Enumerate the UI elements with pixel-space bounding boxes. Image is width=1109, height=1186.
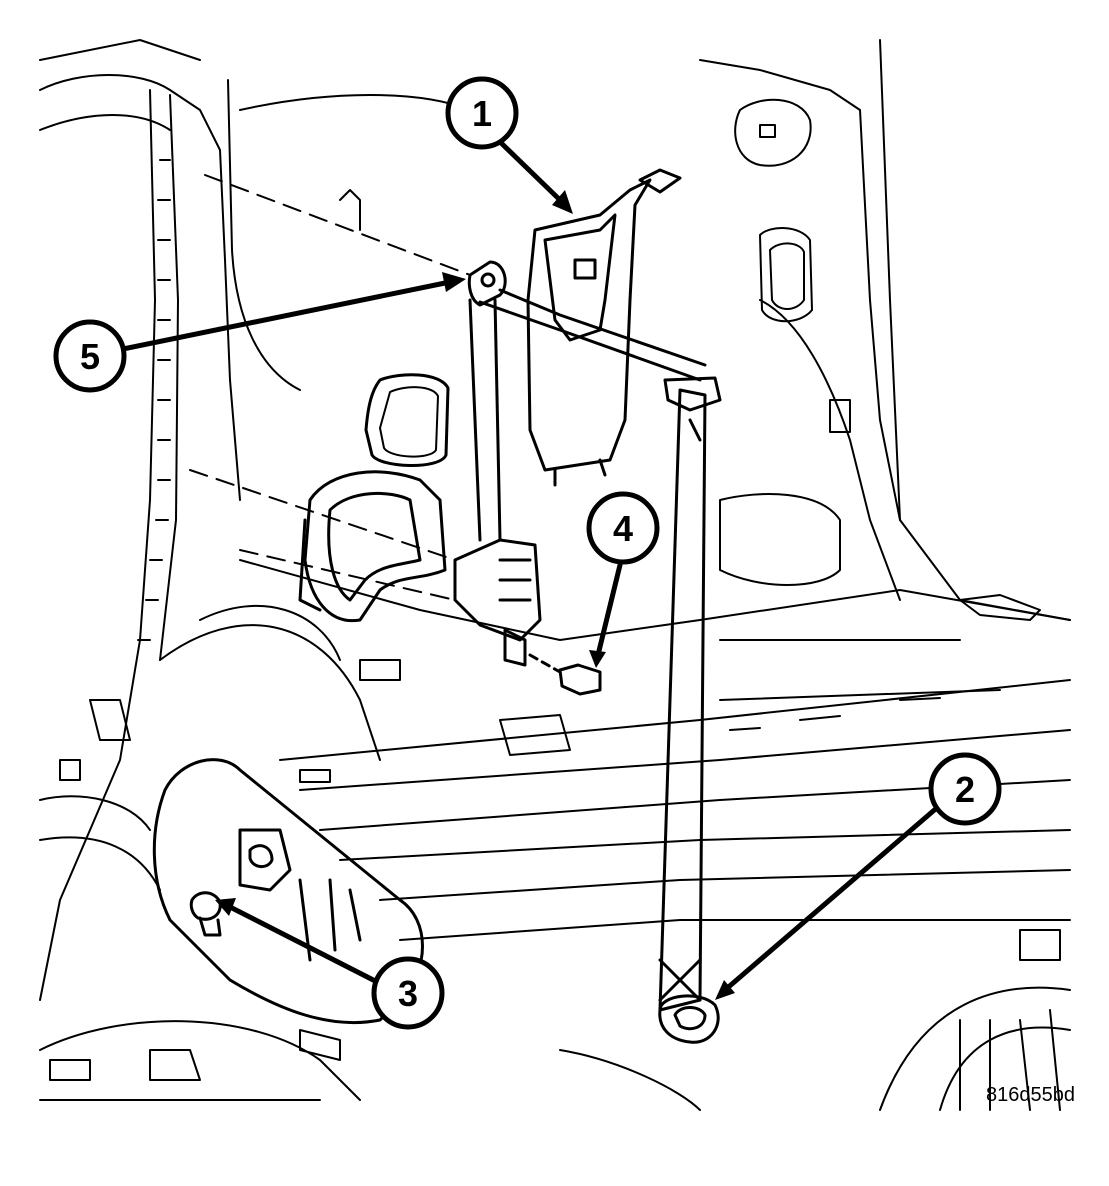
arrowhead-4	[589, 650, 606, 668]
callout-label-1: 1	[472, 93, 492, 134]
callout-leaders	[115, 135, 971, 993]
callout-2: 2	[928, 752, 1002, 826]
callout-3: 3	[371, 956, 445, 1030]
leader-line-4	[595, 562, 623, 658]
figure-id-label: 816d55bd	[986, 1084, 1075, 1106]
floor-anchor	[658, 994, 720, 1044]
lower-anchor-bolt	[189, 891, 222, 937]
lower-anchor-plate	[152, 758, 424, 1025]
leader-line-3	[229, 905, 386, 988]
leader-line-1	[493, 135, 563, 203]
seat-belt-retractor	[453, 538, 602, 696]
vehicle-body-structure	[39, 39, 1071, 1111]
seat-belt-webbing	[467, 260, 722, 1012]
arrowhead-5	[442, 272, 466, 292]
leader-line-2a	[722, 797, 949, 993]
callout-5: 5	[53, 319, 127, 393]
callout-4: 4	[586, 491, 660, 565]
arrowhead-3	[215, 898, 236, 916]
arrowhead-2	[715, 980, 735, 1000]
callout-label-2: 2	[955, 769, 975, 810]
callout-label-4: 4	[613, 508, 633, 549]
callout-label-5: 5	[80, 336, 100, 377]
callout-label-3: 3	[398, 973, 418, 1014]
installation-guide-lines	[189, 174, 471, 601]
callout-arrowheads	[215, 190, 735, 1000]
pillar-trim-panel	[526, 168, 682, 487]
retractor-trim-cover	[298, 470, 447, 623]
leader-line-5	[115, 279, 453, 353]
arrowhead-1	[552, 190, 573, 214]
callout-1: 1	[445, 76, 519, 150]
